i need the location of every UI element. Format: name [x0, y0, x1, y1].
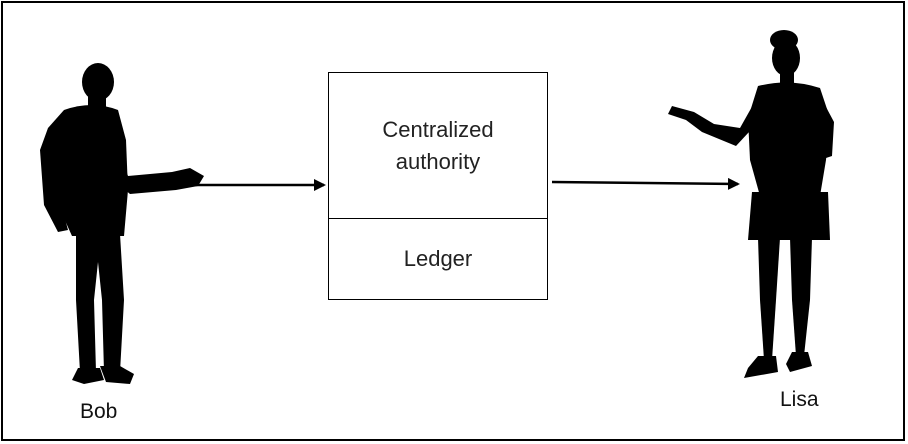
authority-box: Centralized authority Ledger	[328, 72, 548, 300]
sender-label: Bob	[80, 400, 118, 423]
ledger-label: Ledger	[403, 246, 473, 271]
woman-silhouette-icon	[668, 30, 834, 378]
authority-label: Centralized authority	[382, 116, 494, 174]
arrow-to-receiver	[551, 177, 740, 190]
receiver-label: Lisa	[780, 388, 819, 411]
authority-section: Centralized authority	[329, 73, 547, 219]
man-silhouette-icon	[40, 63, 204, 384]
ledger-section: Ledger	[329, 219, 547, 299]
